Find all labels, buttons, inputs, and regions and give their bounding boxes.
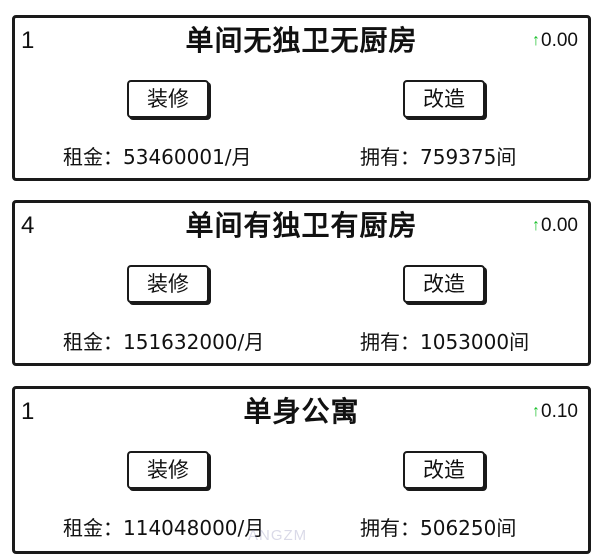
rate-value: 0.00 (541, 30, 578, 51)
renovate-button[interactable]: 装修 (127, 80, 209, 118)
room-card: 1 单身公寓 ↑ 0.10 装修 改造 租金：114048000/月 拥有：50… (12, 386, 591, 554)
room-level: 1 (21, 27, 35, 54)
up-arrow-icon: ↑ (532, 32, 541, 49)
rate-indicator: ↑ 0.00 (532, 215, 578, 237)
rate-indicator: ↑ 0.10 (532, 401, 578, 423)
up-arrow-icon: ↑ (532, 217, 541, 234)
room-card: 4 单间有独卫有厨房 ↑ 0.00 装修 改造 租金：151632000/月 拥… (12, 200, 591, 366)
rate-value: 0.10 (541, 401, 578, 422)
renovate-button[interactable]: 装修 (127, 265, 209, 303)
owned-text: 拥有：759375间 (360, 145, 517, 169)
rent-text: 租金：53460001/月 (63, 145, 252, 169)
rent-text: 租金：114048000/月 (63, 516, 265, 540)
rebuild-button[interactable]: 改造 (403, 265, 485, 303)
rent-text: 租金：151632000/月 (63, 330, 265, 354)
rebuild-button[interactable]: 改造 (403, 80, 485, 118)
rate-value: 0.00 (541, 215, 578, 236)
room-level: 4 (21, 212, 35, 239)
owned-text: 拥有：506250间 (360, 516, 517, 540)
renovate-button[interactable]: 装修 (127, 451, 209, 489)
owned-text: 拥有：1053000间 (360, 330, 530, 354)
up-arrow-icon: ↑ (532, 403, 541, 420)
rebuild-button[interactable]: 改造 (403, 451, 485, 489)
room-title: 单间无独卫无厨房 (185, 24, 418, 57)
room-title: 单身公寓 (243, 395, 360, 428)
room-level: 1 (21, 398, 35, 425)
rate-indicator: ↑ 0.00 (532, 30, 578, 52)
room-card: 1 单间无独卫无厨房 ↑ 0.00 装修 改造 租金：53460001/月 拥有… (12, 15, 591, 181)
room-title: 单间有独卫有厨房 (185, 209, 418, 242)
